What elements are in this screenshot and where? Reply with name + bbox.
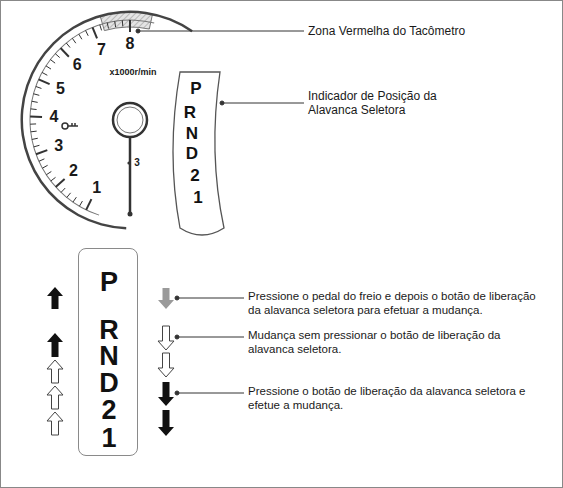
scale-number: 1 xyxy=(92,180,101,196)
tick-mark xyxy=(67,193,71,198)
gear-letter: P xyxy=(190,80,201,97)
gear-letter: N xyxy=(99,343,119,370)
needle xyxy=(113,103,147,217)
tick-mark xyxy=(114,21,116,27)
scale-number: 5 xyxy=(56,81,65,97)
tick-mark xyxy=(46,171,51,174)
gear-letter: D xyxy=(186,145,198,162)
shift-arrow xyxy=(158,353,174,377)
shift-arrow xyxy=(158,410,174,436)
tick-mark xyxy=(42,72,47,75)
tick-mark xyxy=(107,23,108,29)
tick-mark xyxy=(39,159,44,161)
gear-letter: D xyxy=(99,370,119,397)
tick-mark xyxy=(36,150,47,154)
callout-text: Pressione o pedal do freio e depois o bo… xyxy=(248,290,548,318)
shift-arrow xyxy=(158,288,174,309)
shift-arrow xyxy=(47,360,63,383)
tick-mark xyxy=(86,199,91,210)
gear-letter: 1 xyxy=(193,189,202,206)
tick-mark xyxy=(46,66,51,69)
gauge-rim xyxy=(20,10,192,229)
gauge-scale xyxy=(30,19,155,215)
tick-mark xyxy=(30,123,36,124)
tick-mark xyxy=(39,79,50,84)
tachometer xyxy=(20,10,192,229)
tick-mark xyxy=(56,179,65,187)
tick-mark xyxy=(32,101,38,102)
gear-letter: N xyxy=(186,125,198,142)
tick-mark xyxy=(86,30,89,35)
shift-arrow xyxy=(47,287,63,309)
shift-arrow xyxy=(47,333,63,357)
tick-mark xyxy=(42,165,47,168)
tick-mark xyxy=(34,145,40,147)
tick-mark xyxy=(100,25,102,31)
shift-arrow xyxy=(158,382,174,406)
tick-mark xyxy=(73,197,76,202)
scale-number: 3 xyxy=(134,158,140,168)
temperature-icon xyxy=(62,123,78,129)
tick-mark xyxy=(36,86,42,88)
scale-number: 8 xyxy=(126,36,135,52)
selector-indicator: PRND 2 1 xyxy=(168,70,230,236)
tick-mark xyxy=(33,94,39,96)
gear-letter: 2 xyxy=(190,167,199,184)
gear-letter: 1 xyxy=(101,425,116,452)
scale-number: 7 xyxy=(97,42,106,58)
shift-arrow xyxy=(47,386,63,409)
tick-mark xyxy=(129,20,131,32)
shift-arrows xyxy=(47,287,174,436)
gear-letter: P xyxy=(100,269,118,296)
callout-text: Zona Vermelha do Tacômetro xyxy=(308,24,465,38)
tick-mark xyxy=(61,48,69,57)
shift-arrow xyxy=(47,412,63,435)
shift-pattern-box: PRND21 xyxy=(78,248,138,456)
shift-arrow xyxy=(158,326,174,350)
tick-mark xyxy=(50,60,55,64)
tick-mark xyxy=(72,38,75,43)
scale-number: 3 xyxy=(54,138,63,154)
tick-mark xyxy=(61,188,65,192)
tick-mark xyxy=(31,108,37,110)
gear-letter: R xyxy=(184,104,196,121)
callout-text: Mudança sem pressionar o botão de libera… xyxy=(248,329,548,357)
tick-mark xyxy=(79,201,82,206)
scale-number: 2 xyxy=(69,163,78,179)
callout-text: Indicador de Posição da Alavanca Seletor… xyxy=(308,89,468,118)
gear-dot xyxy=(127,161,130,164)
scale-number: 4 xyxy=(50,109,59,125)
tick-mark xyxy=(66,43,70,48)
tick-mark xyxy=(31,131,37,133)
tick-mark xyxy=(55,54,59,58)
tick-mark xyxy=(93,27,97,38)
scale-number: 6 xyxy=(73,57,82,73)
tick-mark xyxy=(51,177,56,181)
callout-text: Pressione o botão de liberação da alavan… xyxy=(248,385,548,413)
tick-mark xyxy=(79,34,82,39)
tick-mark xyxy=(30,116,42,118)
tick-mark xyxy=(32,138,38,139)
gear-letter: 2 xyxy=(101,397,116,424)
gear-letter: R xyxy=(99,317,119,344)
unit-label: x1000r/min xyxy=(109,68,156,77)
tick-mark xyxy=(122,20,123,26)
